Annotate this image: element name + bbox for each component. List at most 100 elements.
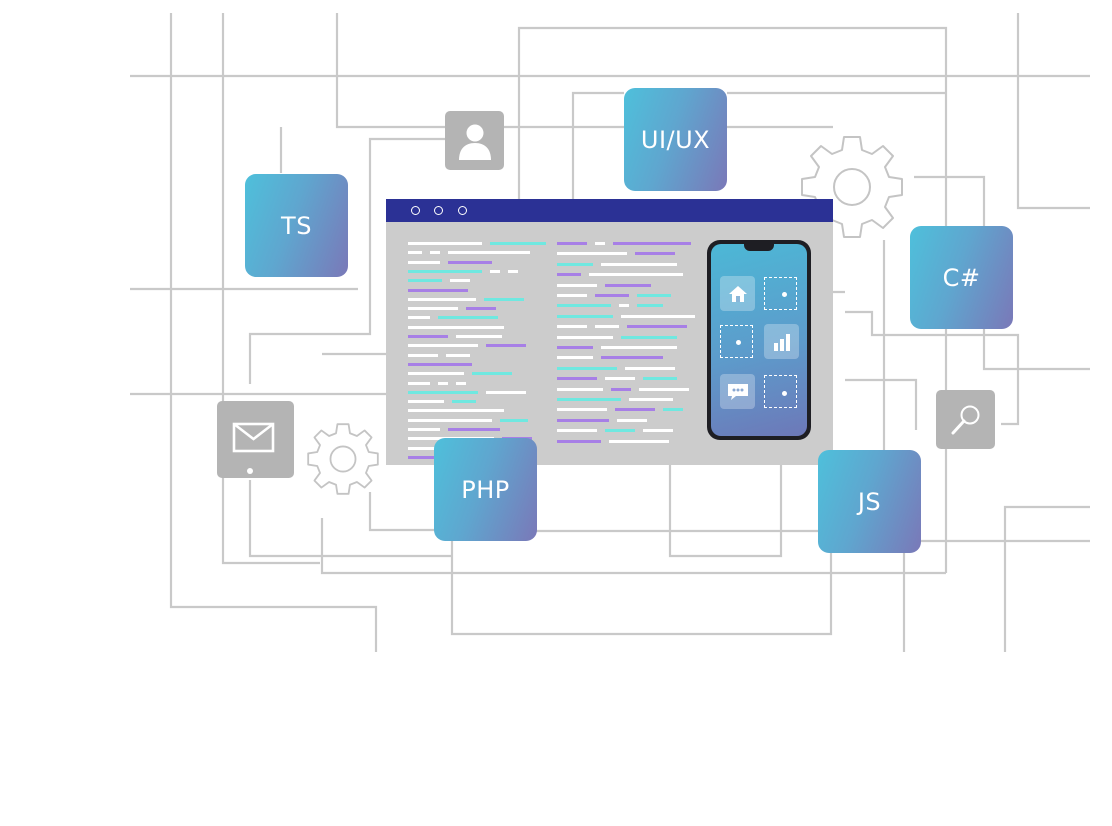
code-line [635,252,675,256]
empty-slot [720,325,753,358]
search-tile [936,390,995,449]
code-line [408,362,472,366]
code-line [466,307,496,311]
code-line [557,273,581,277]
code-line [438,381,448,385]
tile-js: JS [818,450,921,553]
code-line [408,400,444,404]
code-line [611,387,631,391]
tile-csharp: C# [910,226,1013,329]
code-line [589,273,683,277]
connector-dot [782,292,787,297]
code-line [643,429,673,433]
code-line [448,428,500,431]
code-line [605,429,635,433]
code-line [663,408,683,412]
code-line [621,314,695,318]
user-icon [458,124,491,160]
code-line [448,251,530,255]
code-line [639,387,689,391]
chat-app-tile [720,374,755,409]
code-line [619,304,629,308]
tile-ui-ux: UI/UX [624,88,727,191]
code-line [500,418,528,422]
code-line [595,325,619,329]
code-line [456,335,502,338]
smartphone [707,240,811,440]
code-line [484,297,524,301]
code-line [601,262,677,266]
code-line [408,316,430,320]
code-line [617,418,647,422]
code-line [557,408,607,412]
window-title-bar [386,199,833,222]
code-line [408,409,504,413]
code-line [408,279,442,283]
code-line [408,390,478,394]
code-line [637,304,663,308]
code-line [557,398,621,401]
code-line [557,335,613,339]
chat-bubble-icon [727,383,748,400]
code-line [408,428,440,431]
code-line [609,439,669,443]
code-line [643,377,677,381]
code-line [595,294,629,297]
code-line [508,269,518,273]
empty-slot [764,375,797,408]
code-line [486,390,526,394]
code-line [408,418,492,422]
code-line [557,242,587,245]
code-line [557,377,597,381]
tile-ts: TS [245,174,348,277]
code-line [490,269,500,273]
code-line [615,408,655,412]
user-tile [445,111,504,170]
code-line [446,353,470,357]
gear-icon-small [307,423,379,495]
code-line [557,429,597,433]
window-dot-icon [434,206,443,215]
window-dot-icon [411,206,420,215]
code-line [408,372,464,376]
phone-notch [744,244,774,251]
code-line [557,252,627,256]
mail-tile [217,401,294,478]
code-line [408,242,482,245]
home-app-tile [720,276,755,311]
code-line [625,366,675,370]
code-line [486,344,526,348]
code-line [490,242,546,245]
code-line [557,262,593,266]
code-line [605,283,651,287]
code-line [557,346,593,349]
empty-slot [764,277,797,310]
code-line [557,283,597,287]
code-line [621,335,677,339]
code-line [430,251,440,255]
code-line [613,242,691,245]
code-line [456,381,466,385]
code-line [408,381,430,385]
code-line [637,294,671,297]
code-line [557,366,617,370]
bar-chart-icon [773,333,790,351]
code-line [452,400,476,404]
code-line [408,269,482,273]
code-line [408,307,458,311]
code-line [605,377,635,381]
code-line [627,325,687,329]
code-line [408,344,478,348]
code-line [408,297,476,301]
code-line [557,387,603,391]
code-line [448,260,492,264]
tile-php: PHP [434,438,537,541]
code-line [408,288,468,292]
code-line [472,372,512,376]
code-line [408,455,456,459]
envelope-icon [232,422,275,474]
code-line [557,439,601,443]
code-line [408,335,448,338]
connector-dot [736,340,741,345]
